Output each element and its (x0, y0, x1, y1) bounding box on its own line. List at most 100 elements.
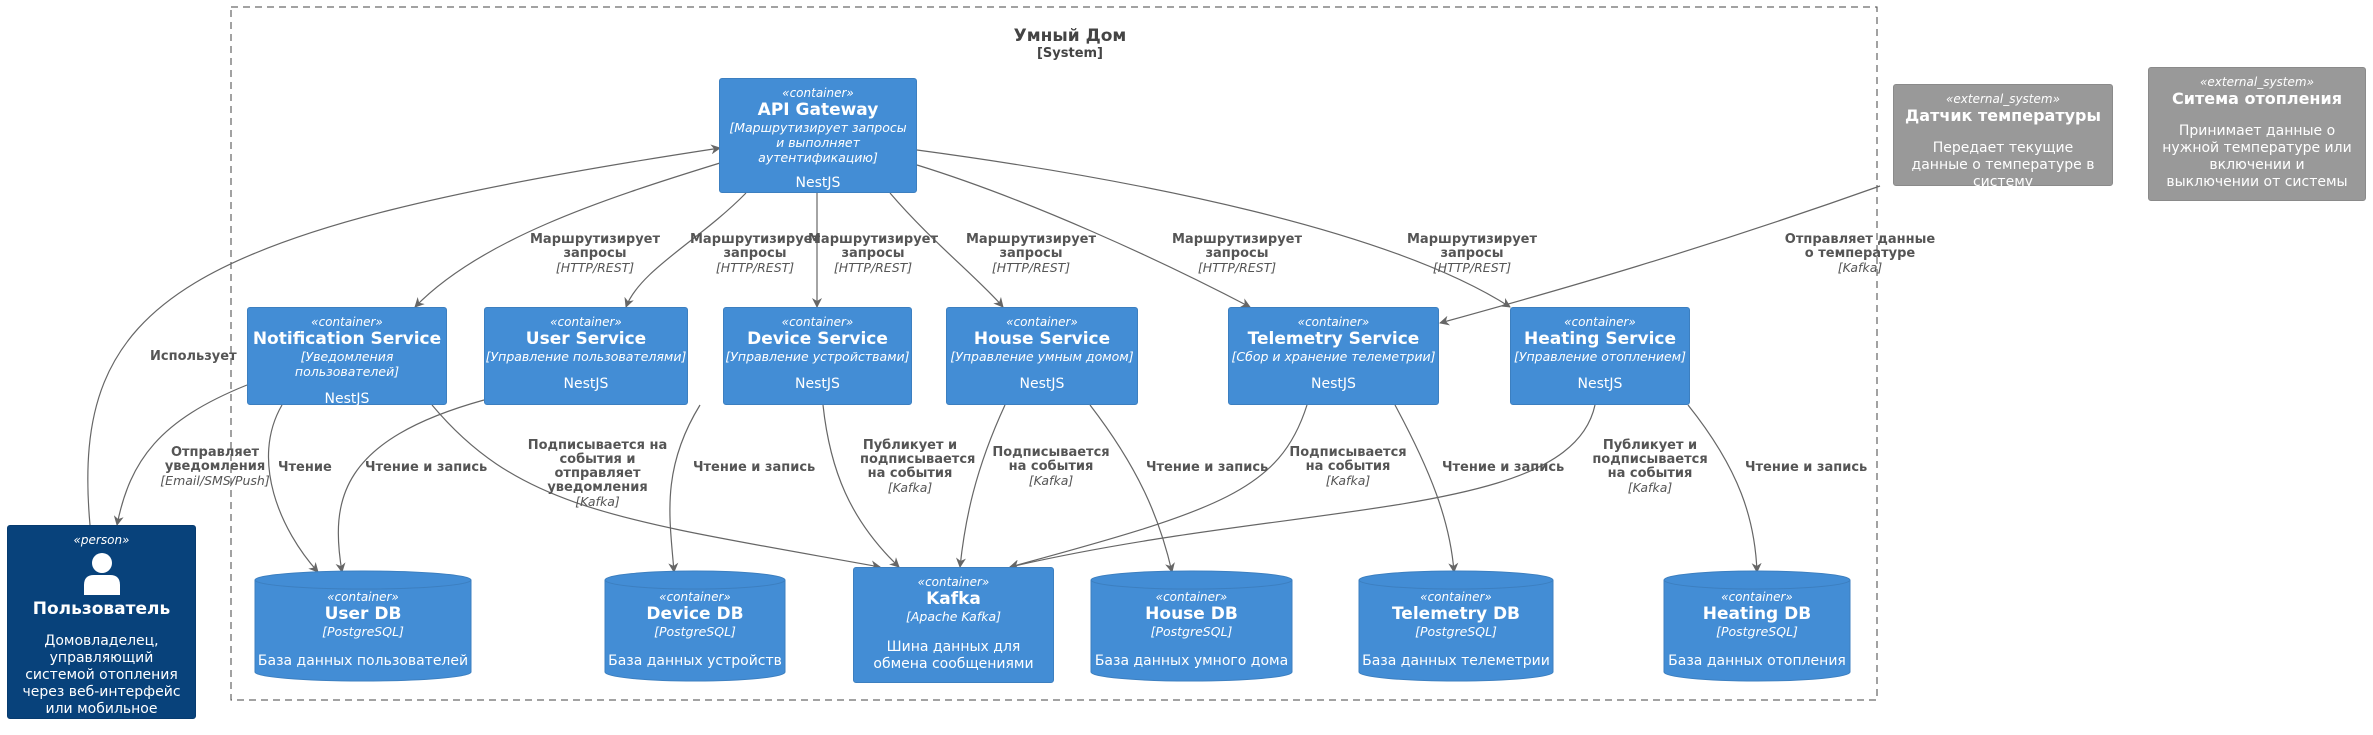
container-desc: NestJS (1577, 376, 1623, 392)
edge-route-notification (414, 162, 721, 308)
db-title: Device DB (646, 604, 744, 624)
relation-text: Подписывается на события (992, 445, 1110, 474)
relation-text: Чтение и запись (365, 460, 488, 475)
user-db[interactable]: «container» User DB [PostgreSQL] База да… (254, 570, 472, 682)
temperature-sensor-external[interactable]: «external_system» Датчик температуры Пер… (1893, 84, 2113, 190)
telemetry-service-container[interactable]: «container» Telemetry Service [Сбор и хр… (1228, 307, 1439, 405)
db-tech: [PostgreSQL] (1415, 624, 1497, 639)
stereotype: «container» (1721, 590, 1793, 604)
db-desc: База данных умного дома (1094, 653, 1289, 669)
edge-house-kafka (955, 404, 1006, 568)
stereotype: «container» (917, 575, 990, 589)
relation-text: Чтение и запись (693, 460, 816, 475)
telemetry-db[interactable]: «container» Telemetry DB [PostgreSQL] Ба… (1358, 570, 1554, 682)
device-db[interactable]: «container» Device DB [PostgreSQL] База … (604, 570, 786, 682)
device-service-container[interactable]: «container» Device Service [Управление у… (723, 307, 912, 405)
heating-service-container[interactable]: «container» Heating Service [Управление … (1510, 307, 1690, 405)
stereotype: «container» (1420, 590, 1492, 604)
relation-tech: [HTTP/REST] (1197, 260, 1277, 275)
edge-notify-person (113, 384, 248, 526)
relation-tech: [HTTP/REST] (715, 260, 795, 275)
db-desc: База данных отопления (1668, 653, 1846, 669)
db-desc: База данных пользователей (257, 653, 469, 669)
notification-service-container[interactable]: «container» Notification Service [Уведом… (247, 307, 447, 407)
relation-text: Использует (150, 349, 237, 364)
relation-text: Чтение (278, 460, 332, 475)
relation-text: Маршрутизирует запросы (1407, 232, 1538, 261)
house-db[interactable]: «container» House DB [PostgreSQL] База д… (1090, 570, 1293, 682)
db-tech: [PostgreSQL] (1150, 624, 1233, 639)
relation-label-user-userdb: Чтение и запись (365, 461, 487, 475)
house-service-container[interactable]: «container» House Service [Управление ум… (946, 307, 1138, 405)
stereotype: «external_system» (2200, 75, 2314, 89)
external-title: Ситема отопления (2172, 89, 2342, 108)
edge-device-kafka (822, 404, 900, 568)
edge-tele-kafka (1009, 404, 1308, 570)
relation-label-notif-kafka: Подписывается на события и отправляет ув… (520, 439, 675, 509)
stereotype: «container» (1564, 315, 1636, 329)
relation-label-notify-person: Отправляет уведомления[Email/SMS/Push] (160, 446, 270, 488)
relation-text: Отправляет данные о температуре (1784, 232, 1936, 261)
system-boundary (230, 6, 1878, 701)
heating-db[interactable]: «container» Heating DB [PostgreSQL] База… (1663, 570, 1851, 682)
edge-notif-userdb (268, 404, 319, 573)
edge-house-housedb (1089, 404, 1175, 573)
system-title: Умный Дом (1013, 26, 1127, 46)
relation-text: Чтение и запись (1146, 460, 1269, 475)
relation-tech: [Kafka] (1627, 480, 1673, 495)
stereotype: «container» (1006, 315, 1078, 329)
stereotype: «container» (782, 86, 854, 100)
relation-text: Маршрутизирует запросы (530, 232, 661, 261)
user-person[interactable]: «person» Пользователь Домовладелец, упра… (7, 525, 196, 734)
api-gateway-container[interactable]: «container» API Gateway [Маршрутизирует … (719, 78, 917, 193)
relation-tech: [Kafka] (1837, 260, 1883, 275)
stereotype: «person» (73, 533, 130, 547)
container-tech: [Apache Kafka] (905, 609, 1002, 624)
container-tech: [Управление пользователями] (485, 349, 687, 364)
relation-label-route-notification: Маршрутизирует запросы[HTTP/REST] (530, 233, 660, 275)
external-title: Датчик температуры (1905, 106, 2101, 125)
container-title: User Service (525, 329, 647, 349)
edge-sensor-telemetry (1439, 185, 1881, 326)
relation-tech: [Kafka] (1028, 473, 1074, 488)
relation-label-route-user: Маршрутизирует запросы[HTTP/REST] (690, 233, 820, 275)
edge-route-heating (916, 149, 1511, 308)
edge-route-user (624, 192, 747, 308)
stereotype: «container» (550, 315, 622, 329)
container-desc: Шина данных для обмена сообщениями (873, 639, 1034, 672)
stereotype: «container» (1297, 315, 1370, 329)
db-cylinder-shape (604, 570, 786, 682)
kafka-container[interactable]: «container» Kafka [Apache Kafka] Шина да… (853, 567, 1054, 683)
db-title: Telemetry DB (1391, 604, 1521, 624)
edge-device-devicedb (668, 404, 701, 573)
relation-tech: [Kafka] (887, 480, 933, 495)
container-desc: NestJS (563, 376, 609, 392)
relation-text: Публикует и подписывается на события (860, 438, 976, 481)
stereotype: «container» (659, 590, 731, 604)
relation-text: Подписывается на события и отправляет ув… (527, 438, 668, 495)
container-tech: [Сбор и хранение телеметрии] (1231, 349, 1436, 364)
stereotype: «container» (327, 590, 399, 604)
relation-tech: [HTTP/REST] (1432, 260, 1512, 275)
relation-tech: [Kafka] (1325, 473, 1371, 488)
relation-text: Маршрутизирует запросы (808, 232, 939, 261)
user-service-container[interactable]: «container» User Service [Управление пол… (484, 307, 688, 405)
edge-uses (87, 144, 721, 526)
container-tech: [Уведомления пользователей] (294, 349, 400, 379)
relation-tech: [Email/SMS/Push] (160, 473, 270, 488)
container-desc: NestJS (795, 376, 840, 392)
container-title: Heating Service (1523, 329, 1677, 349)
edge-heat-kafka (1009, 404, 1596, 570)
container-tech: [Маршрутизирует запросы и выполняет ауте… (729, 120, 907, 165)
container-title: Kafka (926, 589, 981, 609)
relation-label-house-housedb: Чтение и запись (1146, 461, 1268, 475)
relation-label-route-device: Маршрутизирует запросы[HTTP/REST] (808, 233, 938, 275)
container-title: API Gateway (757, 100, 879, 120)
heating-system-external[interactable]: «external_system» Ситема отопления Прини… (2148, 67, 2366, 201)
relation-label-heat-heatdb: Чтение и запись (1745, 461, 1867, 475)
db-desc: База данных телеметрии (1362, 653, 1550, 669)
relation-text: Подписывается на события (1289, 445, 1407, 474)
db-title: User DB (324, 604, 402, 624)
db-cylinder-shape (1358, 570, 1554, 682)
